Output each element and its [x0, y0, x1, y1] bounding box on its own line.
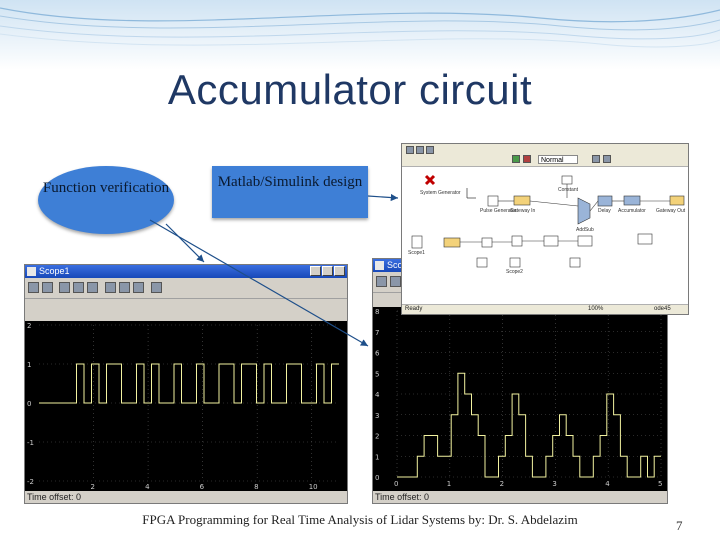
x-tick-label: 4: [605, 480, 610, 488]
scope1-trace: [39, 363, 339, 404]
parameters-icon[interactable]: [390, 276, 401, 287]
simulink-statusbar: Ready 100% ode45: [402, 304, 688, 314]
accumulator-label: Accumulator: [618, 208, 646, 214]
y-tick-label: -2: [27, 478, 34, 486]
gateway-out-label: Gateway Out: [656, 208, 686, 214]
y-tick-label: 1: [27, 361, 31, 369]
scope1-title: Scope1: [39, 266, 70, 276]
autoscale-icon[interactable]: [105, 282, 116, 293]
scope-app-icon: [27, 267, 36, 276]
new-model-icon[interactable]: [406, 146, 414, 154]
scope1-statusbar: Time offset: 0: [25, 491, 347, 503]
simulink-design-callout: Matlab/Simulink design: [212, 166, 368, 218]
y-tick-label: 0: [27, 400, 31, 408]
arrow-to-scope2: [149, 219, 369, 347]
delay-label: Delay: [598, 208, 611, 214]
y-tick-label: 3: [375, 412, 379, 420]
save-axes-icon[interactable]: [119, 282, 130, 293]
minimize-button[interactable]: [310, 266, 321, 276]
simulation-mode-select[interactable]: Normal: [538, 155, 578, 164]
restore-axes-icon[interactable]: [133, 282, 144, 293]
scope2-block[interactable]: [509, 257, 521, 268]
scope1-block[interactable]: [411, 235, 423, 249]
simulink-toolbar: Normal: [402, 144, 688, 167]
arrow-to-simulink: [367, 193, 399, 202]
maximize-button[interactable]: [322, 266, 333, 276]
x-tick-label: 3: [552, 480, 556, 488]
simulink-status-solver: ode45: [654, 306, 671, 312]
adder-label: AddSub: [576, 227, 594, 233]
function-verification-text: Function verification: [42, 180, 170, 196]
model-explorer-icon[interactable]: [603, 155, 611, 163]
function-verification-callout: Function verification: [38, 166, 174, 234]
library-browser-icon[interactable]: [592, 155, 600, 163]
x-tick-label: 2: [91, 483, 95, 491]
scope2-plot-area: 8 7 6 5 4 3 2 1 0 0 1 2 3 4 5: [373, 307, 667, 491]
y-tick-label: 8: [375, 308, 379, 316]
scope1-time-offset: Time offset: 0: [27, 492, 82, 502]
x-tick-label: 8: [254, 483, 258, 491]
x-tick-label: 1: [447, 480, 451, 488]
zoom-y-icon[interactable]: [87, 282, 98, 293]
parameters-icon[interactable]: [42, 282, 53, 293]
y-tick-label: -1: [27, 439, 34, 447]
scope1-toolbar: [25, 278, 347, 299]
simulink-status-zoom: 100%: [588, 306, 604, 312]
header-wave-decoration: [0, 0, 720, 70]
simulink-diagram: [411, 174, 685, 268]
stop-icon[interactable]: [523, 155, 531, 163]
simulink-status-ready: Ready: [405, 306, 423, 312]
x-tick-label: 4: [145, 483, 150, 491]
x-tick-label: 2: [500, 480, 504, 488]
scope2-block-label: Scope2: [506, 269, 523, 275]
slide-title: Accumulator circuit: [167, 66, 533, 113]
scope2-trace: [397, 372, 661, 478]
gateway-in-label: Gateway In: [510, 208, 536, 214]
x-tick-label: 0: [394, 480, 398, 488]
y-tick-label: 5: [375, 370, 379, 378]
pulse-block-label: Pulse Generator: [480, 208, 517, 214]
simulink-design-text: Matlab/Simulink design: [217, 174, 363, 190]
xilinx-logo-icon[interactable]: [424, 174, 436, 186]
y-tick-label: 2: [375, 433, 379, 441]
scope2-time-offset: Time offset: 0: [375, 492, 430, 502]
page-number: 7: [676, 518, 683, 533]
save-icon[interactable]: [426, 146, 434, 154]
scope1-titlebar[interactable]: Scope1: [25, 265, 347, 278]
x-tick-label: 5: [658, 480, 662, 488]
zoom-x-icon[interactable]: [73, 282, 84, 293]
simulink-model-window: Normal System: [401, 143, 689, 315]
x-tick-label: 10: [309, 483, 318, 491]
arrow-to-scope1: [165, 223, 205, 263]
scope-app-icon: [375, 261, 384, 270]
y-tick-label: 6: [375, 350, 380, 358]
xilinx-block-label: System Generator: [420, 190, 461, 196]
scope2-statusbar: Time offset: 0: [373, 491, 667, 503]
y-tick-label: 1: [375, 453, 379, 461]
run-icon[interactable]: [512, 155, 520, 163]
y-tick-label: 4: [375, 391, 380, 399]
y-tick-label: 2: [27, 322, 31, 330]
x-tick-label: 6: [200, 483, 205, 491]
open-icon[interactable]: [416, 146, 424, 154]
close-button[interactable]: [334, 266, 345, 276]
print-icon[interactable]: [28, 282, 39, 293]
gateway-in-block[interactable]: [513, 195, 531, 206]
print-icon[interactable]: [376, 276, 387, 287]
accumulator-block[interactable]: [623, 195, 641, 206]
constant-label: Constant: [558, 187, 579, 193]
scope1-block-label: Scope1: [408, 250, 425, 256]
y-tick-label: 0: [375, 474, 379, 482]
slide-footer: FPGA Programming for Real Time Analysis …: [142, 512, 578, 527]
zoom-in-icon[interactable]: [59, 282, 70, 293]
floating-scope-icon[interactable]: [151, 282, 162, 293]
y-tick-label: 7: [375, 329, 379, 337]
addsub-block[interactable]: [577, 197, 591, 225]
gateway-out-block[interactable]: [669, 195, 685, 206]
